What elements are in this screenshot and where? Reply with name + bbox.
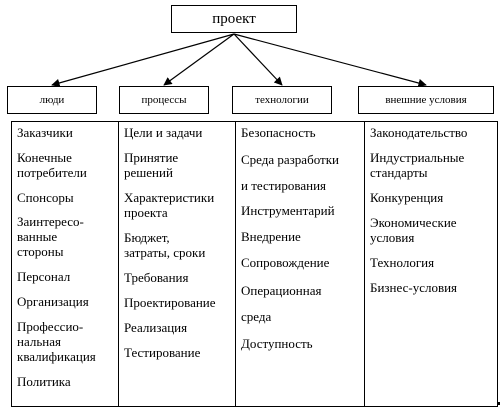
category-label: люди: [39, 94, 65, 106]
arrow-to-technologies: [233, 33, 283, 86]
project-label: проект: [212, 10, 256, 27]
list-item: Персонал: [17, 269, 71, 284]
list-item: Цели и задачи: [124, 125, 203, 140]
list-item: Политика: [17, 374, 71, 389]
list-item: Законодательство: [370, 125, 468, 140]
list-item: Заинтересо- ванные стороны: [17, 214, 84, 259]
list-item: Организация: [17, 294, 89, 309]
list-item: Внедрение: [241, 229, 301, 244]
arrow-to-processes: [163, 33, 235, 86]
list-item: Проектирование: [124, 295, 216, 310]
list-item: Безопасность: [241, 125, 316, 140]
category-label: технологии: [255, 94, 309, 106]
category-external-conditions: внешние условия: [358, 86, 494, 114]
list-item: Среда разработки и тестирования: [241, 152, 339, 193]
list-item: Спонсоры: [17, 190, 74, 205]
arrow-to-people: [51, 33, 235, 88]
list-item: Экономические условия: [370, 215, 457, 245]
list-item: Инструментарий: [241, 203, 335, 218]
list-item: Бизнес-условия: [370, 280, 458, 295]
category-technologies: технологии: [232, 86, 332, 114]
list-item: Индустриальные стандарты: [370, 150, 465, 180]
list-item: Конечные потребители: [17, 150, 87, 180]
list-item: Конкуренция: [370, 190, 444, 205]
corner-mark: [497, 402, 500, 405]
category-label: внешние условия: [385, 94, 467, 106]
list-item: Доступность: [241, 336, 313, 351]
category-people: люди: [7, 86, 97, 114]
list-item: Технология: [370, 255, 435, 270]
list-item: Тестирование: [124, 345, 201, 360]
list-item: Бюджет, затраты, сроки: [124, 230, 206, 260]
list-item: Реализация: [124, 320, 188, 335]
list-item: Принятие решений: [124, 150, 179, 180]
category-label: процессы: [141, 94, 187, 106]
list-item: Заказчики: [17, 125, 73, 140]
list-item: Характеристики проекта: [124, 190, 215, 220]
category-processes: процессы: [119, 86, 209, 114]
list-item: Сопровождение: [241, 255, 330, 270]
list-item: Профессио- нальная квалификация: [17, 319, 96, 364]
arrow-to-external: [233, 33, 427, 88]
project-box: проект: [171, 5, 297, 33]
list-item: Операционная среда: [241, 283, 322, 324]
list-item: Требования: [124, 270, 189, 285]
